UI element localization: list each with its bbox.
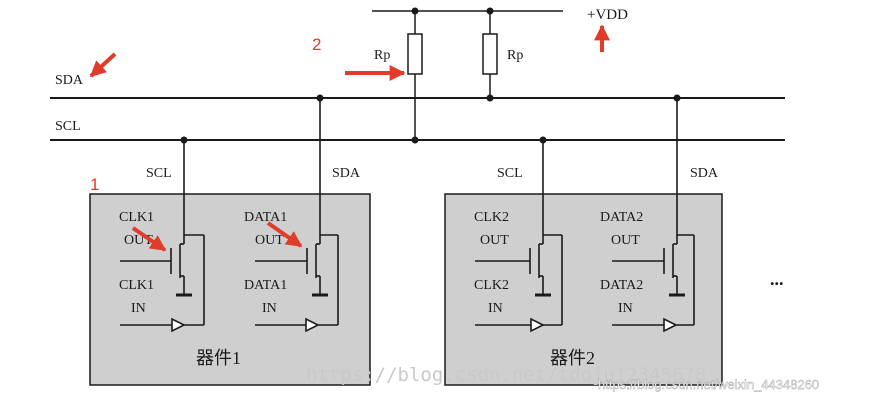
clk-out-label-line1: CLK1: [119, 210, 154, 225]
watermark-back: https://blog.csdn.net/tdoju12345678: [306, 364, 706, 386]
sda-bus-label: SDA: [55, 73, 84, 88]
device-sda-pin-label: SDA: [332, 166, 361, 181]
clk-in-label-line1: CLK1: [119, 278, 154, 293]
clk-transistor: [475, 140, 563, 333]
pullup-resistor-1: [407, 11, 423, 140]
device-title: 器件2: [550, 348, 595, 368]
device-1: SCL SDA: [89, 98, 371, 386]
data-in-label-line2: IN: [618, 301, 633, 316]
resistor-label: Rp: [507, 48, 523, 63]
device-box: [89, 193, 371, 386]
clk-in-label-line1: CLK2: [474, 278, 509, 293]
clk-in-label-line2: IN: [488, 301, 503, 316]
data-in-label-line2: IN: [262, 301, 277, 316]
data-in-label-line1: DATA2: [600, 278, 643, 293]
data-out-label-line2: OUT: [611, 233, 640, 248]
data-transistor: [255, 98, 339, 333]
device-scl-pin-label: SCL: [497, 166, 523, 181]
clk-transistor: [120, 140, 205, 333]
device-2: SCL SDA: [444, 98, 723, 386]
data-out-label-line1: DATA1: [244, 210, 287, 225]
pullup-resistor-2: [482, 11, 498, 98]
junction-dot: [486, 94, 494, 102]
clk-out-label-line2: OUT: [480, 233, 509, 248]
marker-2: 2: [312, 35, 321, 54]
sda-arrow: [89, 52, 117, 78]
device-scl-pin-label: SCL: [146, 166, 172, 181]
clk-in-label-line2: IN: [131, 301, 146, 316]
scl-bus-label: SCL: [55, 119, 81, 134]
data-in-label-line1: DATA1: [244, 278, 287, 293]
clk-out-label-line1: CLK2: [474, 210, 509, 225]
marker-1: 1: [90, 175, 99, 194]
data-out-label-line2: OUT: [255, 233, 284, 248]
device-sda-pin-label: SDA: [690, 166, 719, 181]
device-box: [444, 193, 723, 386]
data-transistor: [612, 98, 695, 333]
resistor-label: Rp: [374, 48, 390, 63]
data-out-label-line1: DATA2: [600, 210, 643, 225]
device-title: 器件1: [196, 348, 241, 368]
data-arrow: [266, 221, 303, 248]
continuation-ellipsis: ...: [770, 269, 784, 289]
watermark-front: https://blog.csdn.net/weixin_44348260: [598, 377, 819, 392]
junction-dot: [411, 136, 419, 144]
supply-label: +VDD: [587, 7, 628, 23]
clk-arrow: [131, 226, 167, 252]
